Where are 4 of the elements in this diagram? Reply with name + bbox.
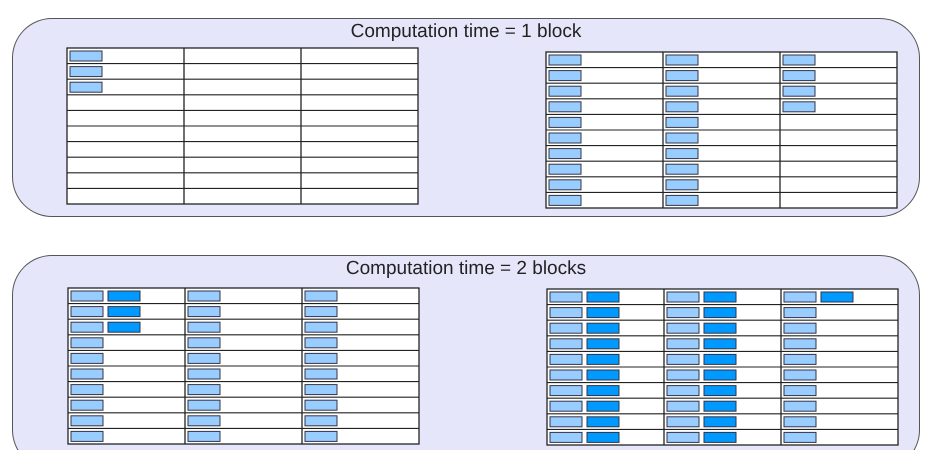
rounded-panel xyxy=(12,255,920,450)
panel-title: Computation time = 2 blocks xyxy=(346,258,586,280)
panel-title: Computation time = 1 block xyxy=(350,21,582,43)
rounded-panel xyxy=(12,18,920,217)
